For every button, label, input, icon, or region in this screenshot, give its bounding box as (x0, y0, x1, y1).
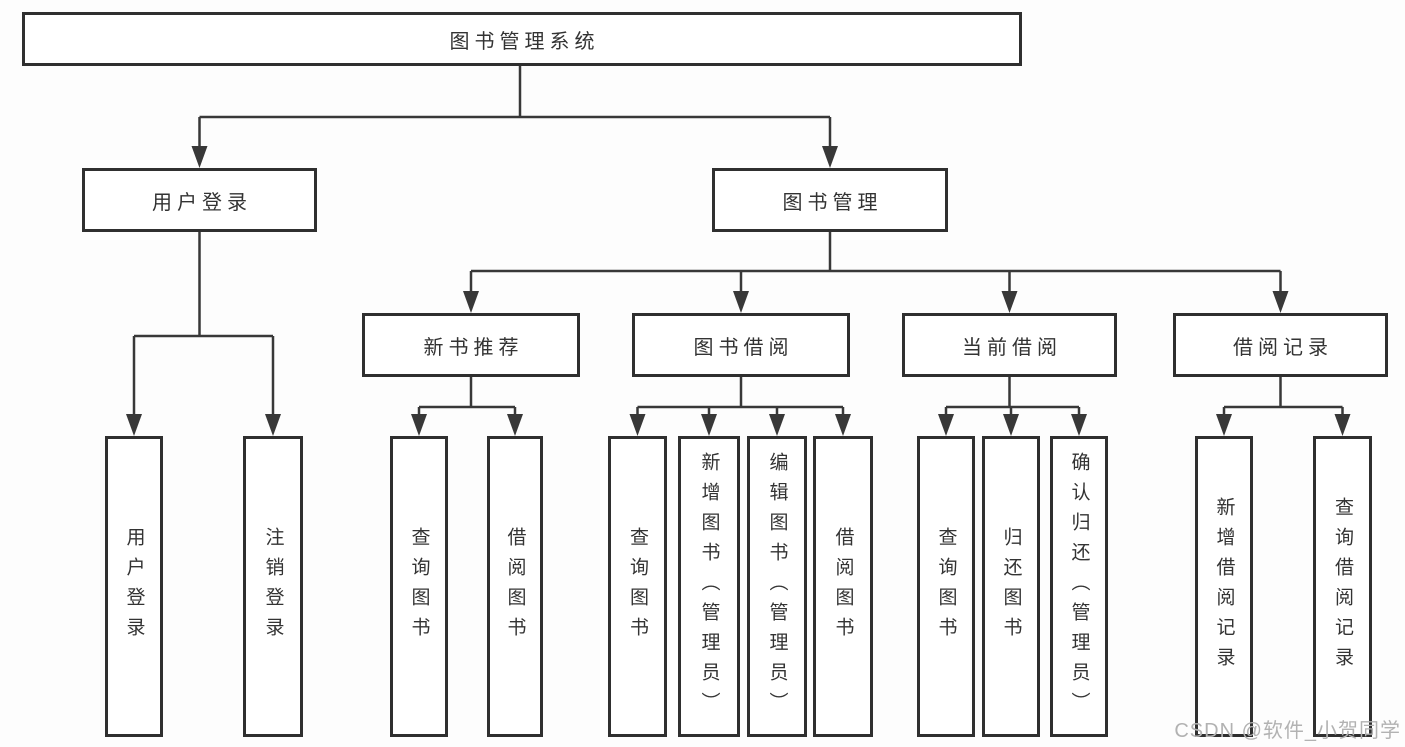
node-label: 查询图书 (627, 526, 648, 647)
connector-book-management-to-level3 (463, 232, 1289, 313)
node-label: 确认归还（管理员） (1068, 451, 1090, 722)
node-label: 当前借阅 (962, 336, 1062, 359)
connector-new-book-recommend-to-leaves (411, 377, 523, 436)
leaf-return-book: 归还图书 (982, 436, 1040, 737)
node-label: 借阅图书 (832, 526, 854, 647)
leaf-query-book-recommend: 查询图书 (390, 436, 448, 737)
node-label: 查询图书 (935, 526, 957, 647)
node-label: 借阅记录 (1233, 336, 1333, 359)
leaf-borrow-book: 借阅图书 (813, 436, 873, 737)
connector-current-borrow-to-leaves (938, 377, 1087, 436)
leaf-user-login: 用户登录 (105, 436, 163, 737)
leaf-borrow-book-recommend: 借阅图书 (487, 436, 543, 737)
node-library-management-system: 图书管理系统 (22, 12, 1022, 66)
node-label: 图书管理 (782, 191, 883, 214)
leaf-confirm-return-admin: 确认归还（管理员） (1050, 436, 1108, 737)
connector-borrow-records-to-leaves (1216, 377, 1351, 436)
node-new-book-recommend: 新书推荐 (362, 313, 580, 377)
leaf-add-borrow-record: 新增借阅记录 (1195, 436, 1253, 737)
node-label: 编辑图书（管理员） (766, 451, 788, 722)
node-label: 用户登录 (123, 526, 145, 647)
node-user-login: 用户登录 (82, 168, 317, 232)
connector-user-login-to-leaves (126, 232, 281, 436)
leaf-add-book-admin: 新增图书（管理员） (678, 436, 740, 737)
leaf-logout: 注销登录 (243, 436, 303, 737)
node-label: 图书借阅 (693, 336, 794, 359)
node-label: 图书管理系统 (449, 30, 600, 53)
connector-root-to-level2 (191, 66, 838, 168)
node-label: 归还图书 (1000, 526, 1022, 647)
leaf-query-borrow-record: 查询借阅记录 (1313, 436, 1372, 737)
node-borrow-records: 借阅记录 (1173, 313, 1388, 377)
node-label: 查询图书 (408, 526, 430, 647)
node-book-borrow: 图书借阅 (632, 313, 850, 377)
node-label: 新增图书（管理员） (698, 451, 720, 722)
node-label: 用户登录 (152, 191, 252, 214)
node-label: 借阅图书 (504, 526, 526, 647)
node-label: 注销登录 (262, 526, 284, 647)
leaf-query-book-current: 查询图书 (917, 436, 975, 737)
connector-book-borrow-to-leaves (629, 377, 851, 436)
csdn-watermark: CSDN @软件_小贺同学 (1174, 720, 1401, 742)
node-label: 新书推荐 (423, 336, 524, 359)
leaf-query-book-borrow: 查询图书 (608, 436, 667, 737)
leaf-edit-book-admin: 编辑图书（管理员） (747, 436, 807, 737)
node-label: 新增借阅记录 (1213, 496, 1235, 677)
node-label: 查询借阅记录 (1332, 496, 1353, 677)
node-book-management: 图书管理 (712, 168, 948, 232)
node-current-borrow: 当前借阅 (902, 313, 1117, 377)
